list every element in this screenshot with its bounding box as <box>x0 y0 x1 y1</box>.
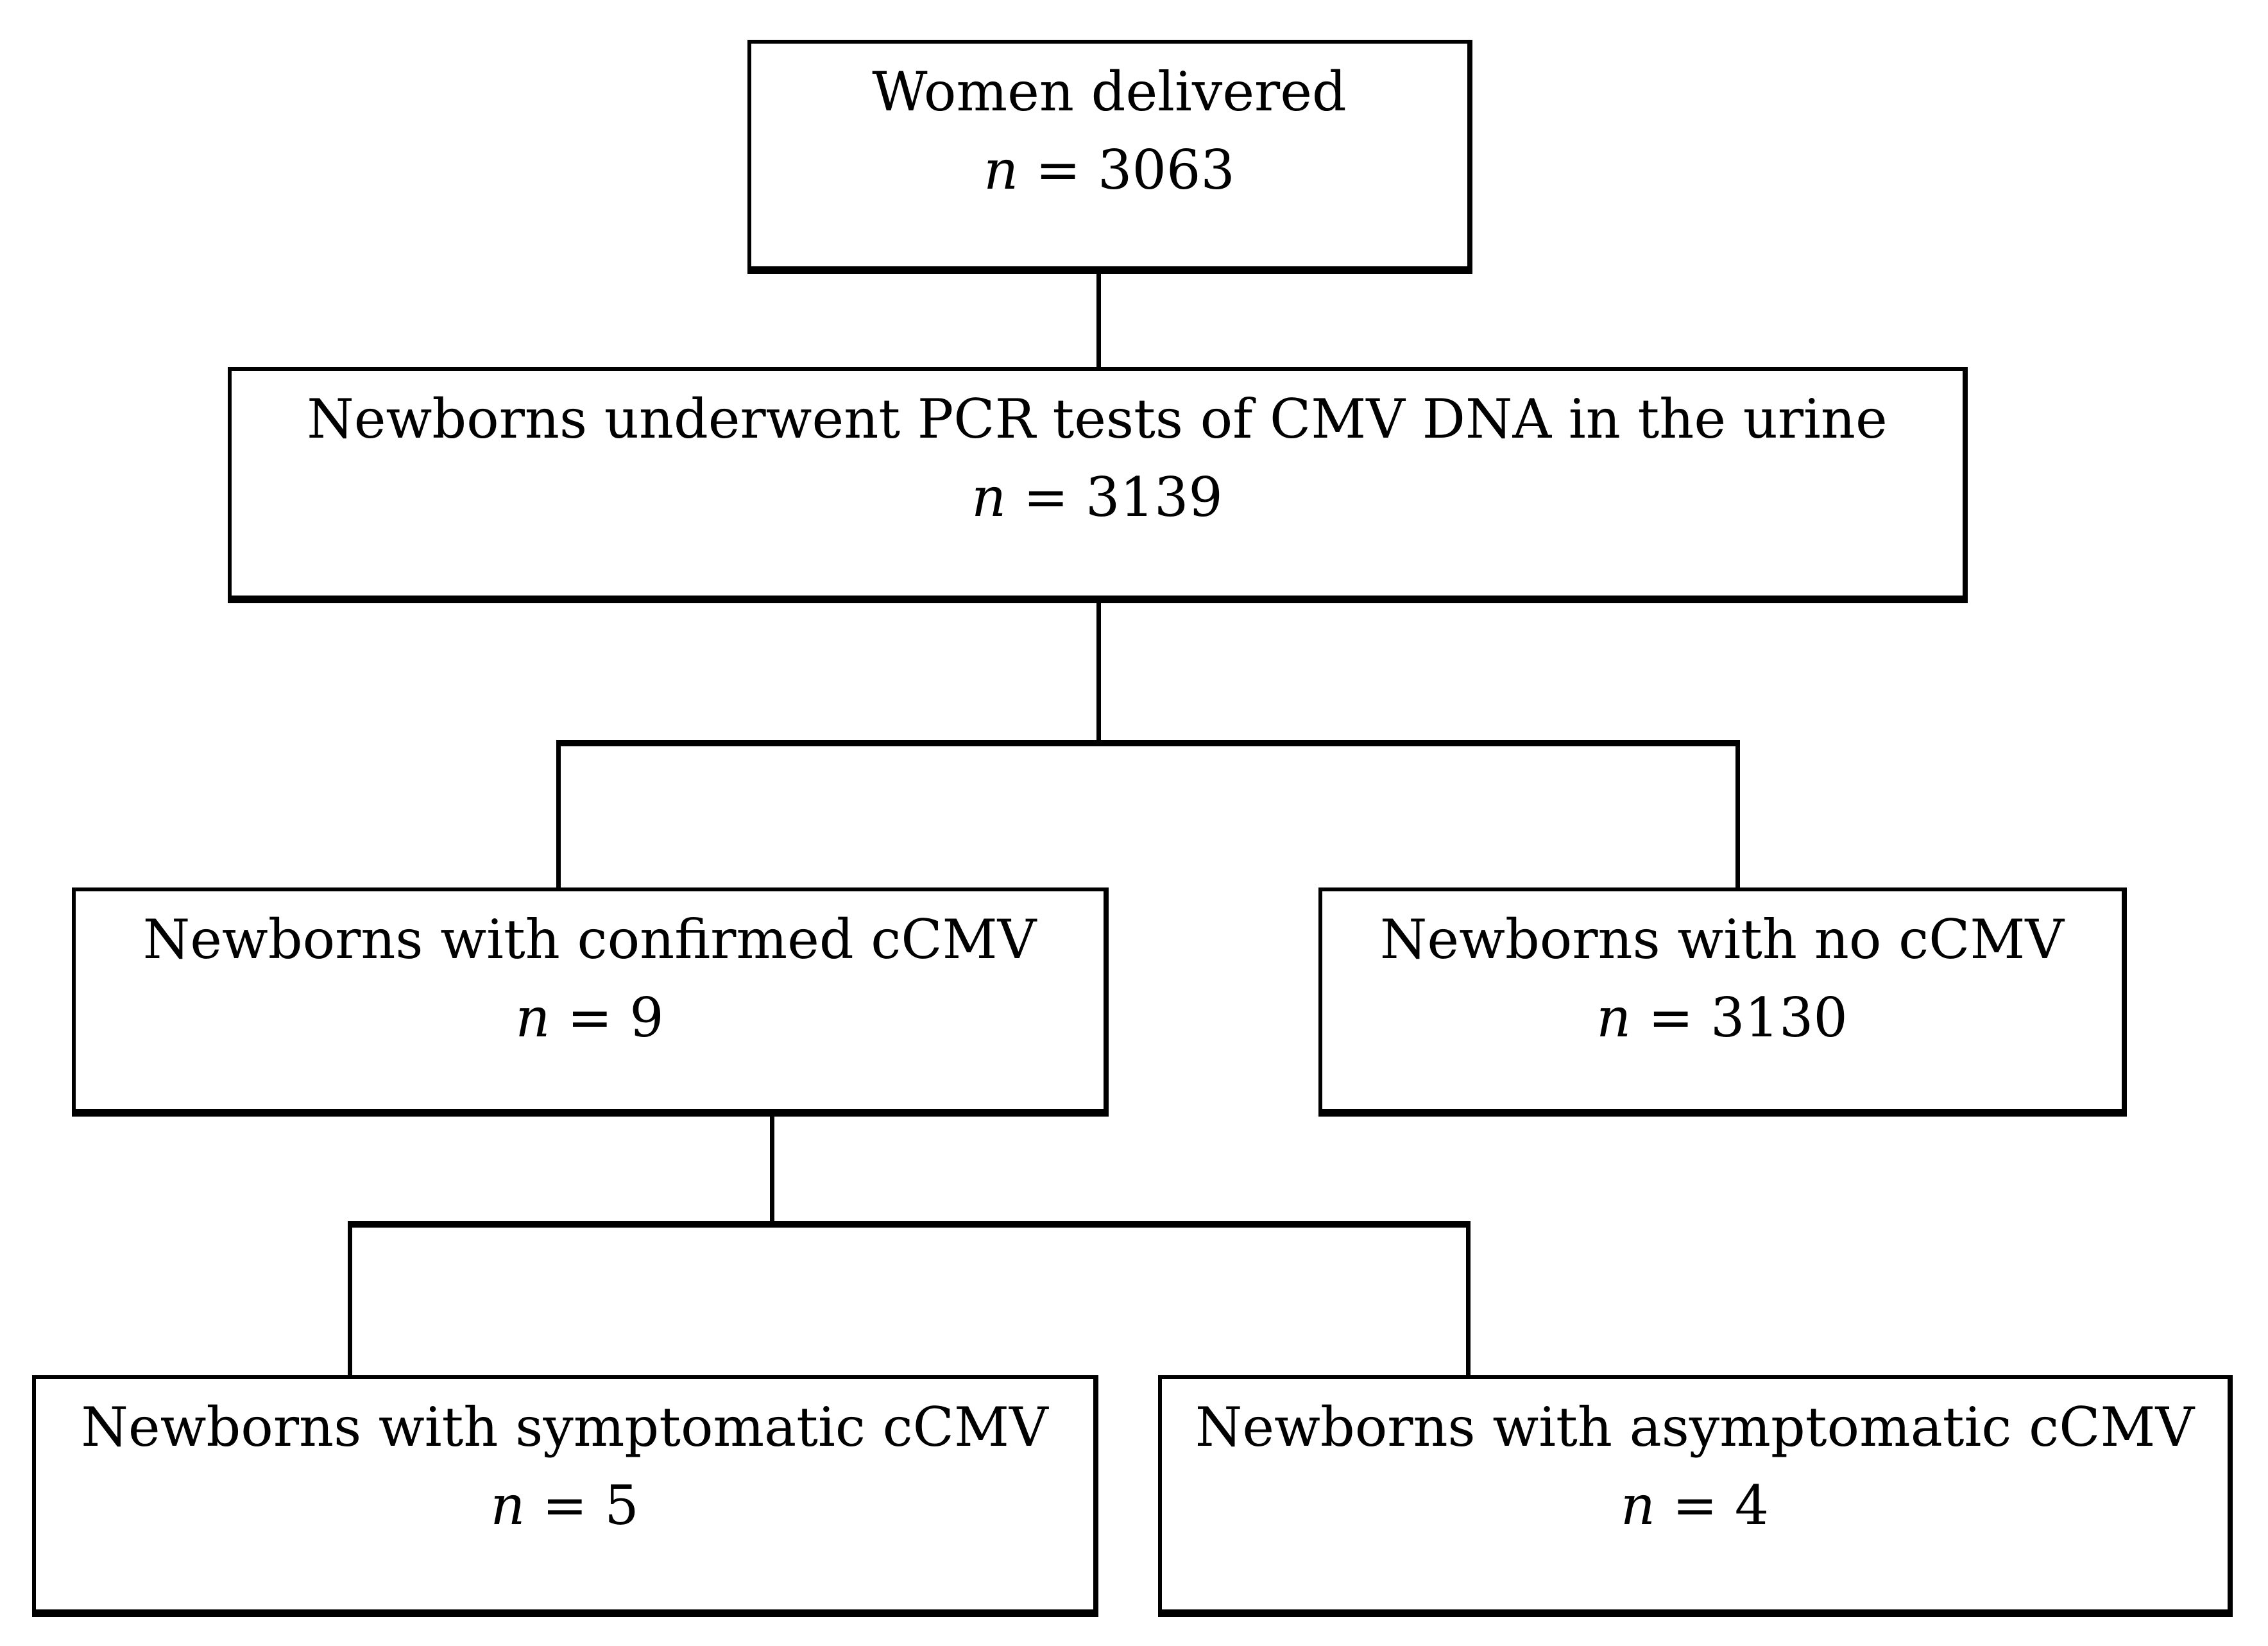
box-count: n = 3063 <box>751 131 1467 209</box>
n-symbol: n <box>515 986 550 1049</box>
connector-confirmed-branch-bar <box>348 1221 1471 1228</box>
box-count: n = 4 <box>1162 1466 2228 1545</box>
box-title: Newborns with confirmed cCMV <box>142 908 1037 971</box>
flow-box-no-ccmv: Newborns with no cCMV n = 3130 <box>1318 887 2127 1117</box>
connector-branch-to-confirmed <box>556 740 561 887</box>
box-title: Newborns with symptomatic cCMV <box>81 1396 1048 1459</box>
box-count: n = 5 <box>36 1466 1093 1545</box>
box-title: Women delivered <box>872 60 1347 123</box>
flow-box-confirmed-ccmv: Newborns with confirmed cCMV n = 9 <box>72 887 1109 1117</box>
n-symbol: n <box>971 466 1007 529</box>
n-symbol: n <box>1596 986 1632 1049</box>
n-value: = 3130 <box>1648 986 1848 1049</box>
flow-box-asymptomatic-ccmv: Newborns with asymptomatic cCMV n = 4 <box>1158 1375 2233 1617</box>
connector-pcr-stem <box>1096 603 1101 743</box>
box-title: Newborns with asymptomatic cCMV <box>1195 1396 2195 1459</box>
n-value: = 5 <box>542 1474 639 1537</box>
connector-branch-to-no-ccmv <box>1735 740 1740 887</box>
flow-box-symptomatic-ccmv: Newborns with symptomatic cCMV n = 5 <box>32 1375 1098 1617</box>
n-value: = 4 <box>1672 1474 1769 1537</box>
box-title: Newborns underwent PCR tests of CMV DNA … <box>307 388 1888 450</box>
n-symbol: n <box>984 139 1019 201</box>
box-count: n = 3139 <box>232 458 1963 536</box>
n-value: = 3063 <box>1035 139 1235 201</box>
n-symbol: n <box>490 1474 525 1537</box>
n-symbol: n <box>1620 1474 1655 1537</box>
flow-box-pcr-tests: Newborns underwent PCR tests of CMV DNA … <box>228 367 1968 603</box>
flow-box-women-delivered: Women delivered n = 3063 <box>747 40 1472 274</box>
n-value: = 9 <box>567 986 664 1049</box>
connector-women-to-pcr <box>1096 274 1101 370</box>
box-count: n = 9 <box>76 979 1104 1057</box>
connector-pcr-branch-bar <box>556 740 1740 746</box>
connector-confirmed-stem <box>770 1113 774 1224</box>
box-title: Newborns with no cCMV <box>1379 908 2065 971</box>
connector-branch-to-asymptomatic <box>1466 1221 1471 1375</box>
n-value: = 3139 <box>1023 466 1223 529</box>
box-count: n = 3130 <box>1322 979 2122 1057</box>
connector-branch-to-symptomatic <box>348 1221 352 1375</box>
